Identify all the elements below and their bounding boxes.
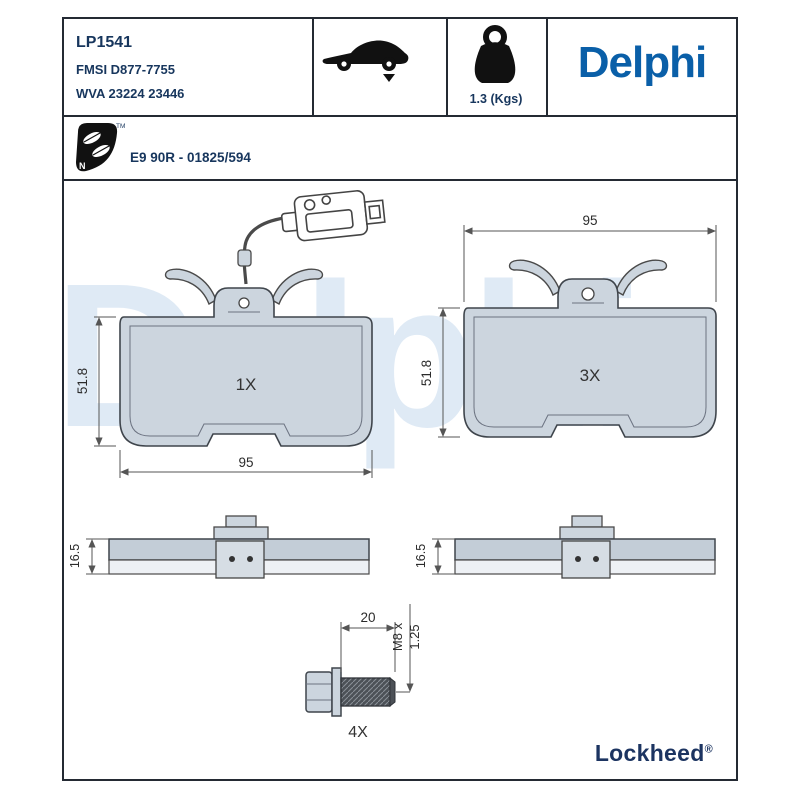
header-divider-2	[62, 179, 738, 181]
registered-mark: ®	[704, 743, 713, 756]
bolt-thread	[340, 677, 391, 707]
header-vdivider-3	[546, 17, 548, 115]
dim-height	[94, 316, 116, 447]
weight-value: 1.3 (Kgs)	[469, 92, 523, 106]
tab-hole	[238, 297, 250, 309]
weight-icon	[474, 25, 516, 83]
dim-length-text: 20	[360, 610, 375, 625]
bolt-quantity-label: 4X	[348, 724, 368, 741]
clip-profile	[213, 515, 269, 540]
dim-width-text: 95	[238, 455, 253, 470]
dim-thickness-text: 16.5	[68, 544, 82, 568]
friction-outline	[473, 316, 707, 428]
eco-letter: N	[79, 161, 86, 171]
rivet-2	[593, 556, 599, 562]
bolt-tip	[389, 676, 396, 708]
dim-length	[340, 622, 396, 672]
dim-thread	[396, 604, 414, 693]
drawing-pad-with-sensor: 1X 51.8 95	[75, 190, 386, 478]
dim-width	[119, 450, 373, 478]
drawing-pad-plain: 95 3X 51.8	[419, 213, 717, 438]
wire-grommet	[237, 249, 252, 267]
dim-thickness	[86, 538, 109, 575]
drawing-side-view-right: 16.5	[414, 515, 716, 579]
sensor-connector	[280, 190, 386, 242]
part-number: LP1541	[76, 34, 133, 51]
rear-axle-arrow	[383, 74, 395, 82]
rivet-1	[575, 556, 581, 562]
fmsi-number: FMSI D877-7755	[76, 62, 175, 77]
lockheed-logo: Lockheed®	[535, 740, 713, 767]
bolt-head	[305, 671, 333, 713]
bolt-flange	[331, 667, 342, 717]
friction-outline	[129, 325, 363, 437]
delphi-logo: Delphi	[577, 38, 707, 87]
eco-leaf-icon: N TM	[76, 123, 125, 172]
header-divider-1	[62, 115, 738, 117]
drawing-bolt: 20 M8 x 1.25 4X	[305, 604, 422, 741]
wva-number: WVA 23224 23446	[76, 86, 185, 101]
dim-height	[438, 307, 460, 438]
dim-width-top	[463, 225, 717, 302]
clip-profile	[559, 515, 615, 540]
pad-quantity-label: 3X	[580, 366, 601, 385]
thread-label-1: M8 x	[390, 622, 405, 651]
rivet-1	[229, 556, 235, 562]
dim-height-text: 51.8	[75, 368, 90, 394]
rivet-2	[247, 556, 253, 562]
dim-thickness	[432, 538, 455, 575]
sensor-wire	[242, 216, 285, 285]
weight-body	[474, 42, 516, 83]
shim-plate	[215, 540, 265, 579]
dim-height-text: 51.8	[419, 360, 434, 386]
tab-hole	[581, 287, 595, 301]
pad-quantity-label: 1X	[236, 375, 257, 394]
dim-width-text: 95	[582, 213, 597, 228]
car-body	[322, 40, 409, 64]
lockheed-text: Lockheed	[594, 740, 705, 766]
thread-label-2: 1.25	[407, 624, 422, 649]
shim-plate	[561, 540, 611, 579]
trademark-label: TM	[116, 123, 125, 130]
pad-outline	[463, 278, 717, 438]
drawing-side-view-left: 16.5	[68, 515, 370, 579]
header-vdivider-1	[312, 17, 314, 115]
car-rear-axle-icon	[322, 40, 409, 82]
approval-number: E9 90R - 01825/594	[130, 150, 251, 165]
retention-springs	[508, 259, 668, 297]
dim-thickness-text: 16.5	[414, 544, 428, 568]
retention-springs	[164, 268, 324, 306]
header-vdivider-2	[446, 17, 448, 115]
pad-outline	[119, 287, 373, 447]
